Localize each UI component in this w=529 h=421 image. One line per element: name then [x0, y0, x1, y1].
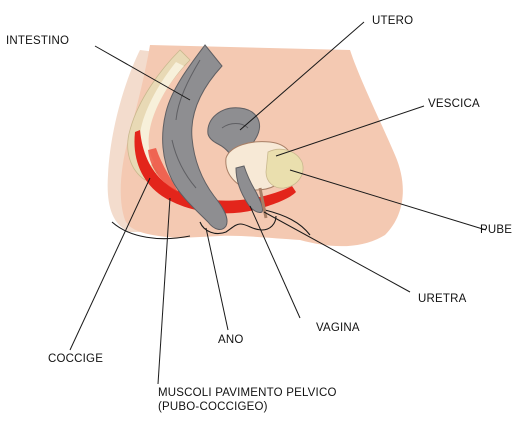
label-intestino: INTESTINO: [6, 34, 69, 48]
label-vescica: VESCICA: [428, 97, 480, 111]
label-muscoli-line2: (PUBO-COCCIGEO): [158, 400, 268, 414]
label-uretra: URETRA: [418, 292, 466, 306]
label-muscoli-line1: MUSCOLI PAVIMENTO PELVICO: [158, 386, 337, 400]
leader-ano: [206, 228, 228, 330]
label-utero: UTERO: [372, 14, 413, 28]
label-coccige: COCCIGE: [48, 352, 103, 366]
label-ano: ANO: [218, 333, 244, 347]
label-vagina: VAGINA: [316, 321, 360, 335]
label-pube: PUBE: [480, 223, 512, 237]
